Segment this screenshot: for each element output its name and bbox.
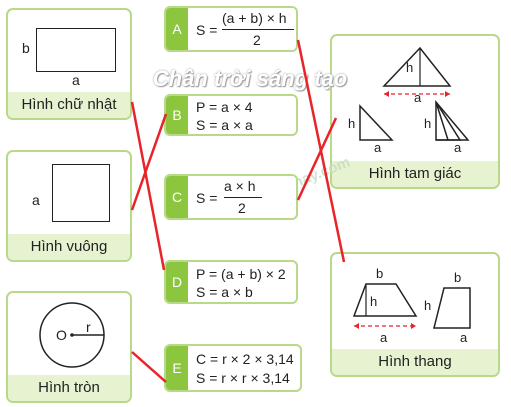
square-shape <box>52 164 110 222</box>
formula-b[interactable]: B P = a × 4 S = a × a <box>164 94 298 136</box>
connector-rectangle-to-d <box>130 101 166 271</box>
trapezoid-b-1: b <box>376 266 384 281</box>
circle-radius-label: r <box>86 319 91 335</box>
formula-c-numerator: a × h <box>224 178 256 194</box>
triangle-h-3: h <box>424 116 432 131</box>
rectangle-caption: Hình chữ nhật <box>8 92 130 118</box>
formula-a[interactable]: A S = (a + b) × h 2 <box>164 6 298 52</box>
trapezoid-b-2: b <box>454 270 462 285</box>
formula-d-letter: D <box>166 262 188 302</box>
connector-square-to-b <box>130 113 168 211</box>
trapezoid-card[interactable]: b h a b h a Hình thang <box>330 252 500 377</box>
trapezoid-h-2: h <box>424 298 432 313</box>
triangle-a-1: a <box>414 90 422 105</box>
formula-e-line-1: C = r × 2 × 3,14 <box>196 351 294 367</box>
formula-c[interactable]: C S = a × h 2 <box>164 174 298 220</box>
trapezoid-caption: Hình thang <box>332 349 498 375</box>
circle-caption: Hình tròn <box>8 375 130 401</box>
formula-a-numerator: (a + b) × h <box>222 10 287 26</box>
triangle-shapes <box>359 46 470 141</box>
square-side-a: a <box>32 192 40 208</box>
square-card[interactable]: a Hình vuông <box>6 150 132 262</box>
formula-a-prefix: S = <box>196 22 218 38</box>
circle-shape <box>39 302 105 368</box>
formula-c-denominator: 2 <box>238 200 246 216</box>
watermark: Chân trời sáng tạo <box>152 66 348 91</box>
rectangle-side-b: b <box>22 40 30 56</box>
triangle-h-2: h <box>348 116 356 131</box>
trapezoid-a-1: a <box>380 330 388 345</box>
formula-c-prefix: S = <box>196 190 218 206</box>
formula-e[interactable]: E C = r × 2 × 3,14 S = r × r × 3,14 <box>164 344 302 392</box>
triangle-h-1: h <box>406 60 414 75</box>
formula-d[interactable]: D P = (a + b) × 2 S = a × b <box>164 260 298 304</box>
rectangle-card[interactable]: b a Hình chữ nhật <box>6 8 132 120</box>
formula-a-letter: A <box>166 8 188 50</box>
rectangle-side-a: a <box>72 72 80 88</box>
circle-card[interactable]: O r Hình tròn <box>6 291 132 403</box>
connector-circle-to-e <box>131 351 167 383</box>
triangle-a-2: a <box>374 140 382 155</box>
formula-c-fraction-bar <box>224 197 262 198</box>
triangle-a-3: a <box>454 140 462 155</box>
formula-b-line-1: P = a × 4 <box>196 99 253 115</box>
formula-e-letter: E <box>166 346 188 390</box>
formula-b-line-2: S = a × a <box>196 117 253 133</box>
trapezoid-a-2: a <box>460 330 468 345</box>
formula-a-denominator: 2 <box>253 32 261 48</box>
triangle-caption: Hình tam giác <box>332 161 498 187</box>
formula-d-line-1: P = (a + b) × 2 <box>196 266 286 282</box>
square-caption: Hình vuông <box>8 234 130 260</box>
formula-b-letter: B <box>166 96 188 134</box>
formula-d-line-2: S = a × b <box>196 284 253 300</box>
triangle-card[interactable]: h a h a h a Hình tam giác <box>330 34 500 189</box>
formula-e-line-2: S = r × r × 3,14 <box>196 370 290 386</box>
rectangle-shape <box>36 28 116 72</box>
circle-center-label: O <box>56 327 67 343</box>
formula-c-letter: C <box>166 176 188 218</box>
formula-a-fraction-bar <box>222 29 294 30</box>
trapezoid-shapes <box>352 283 471 329</box>
trapezoid-h-1: h <box>370 294 378 309</box>
